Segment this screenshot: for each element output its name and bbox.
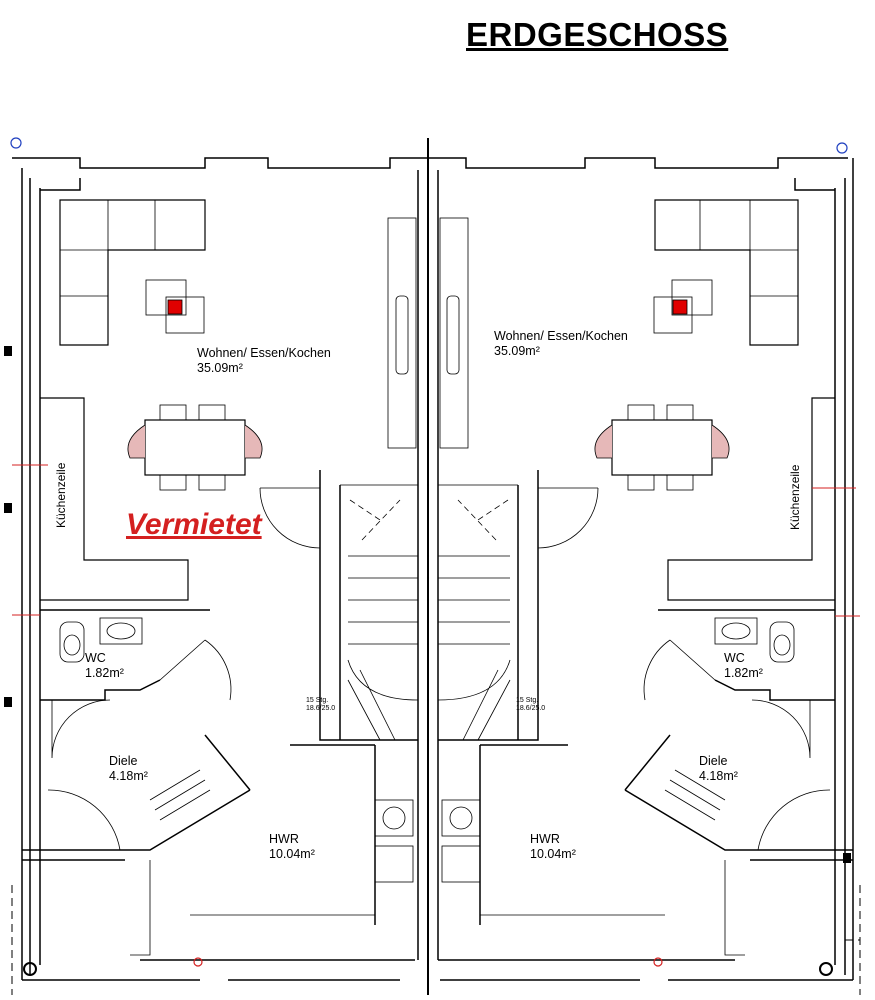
sofa-left bbox=[59, 199, 206, 346]
party-wall bbox=[387, 138, 469, 995]
sofa-right bbox=[654, 199, 799, 346]
kitchen-counter-right bbox=[658, 397, 835, 611]
room-label-kueche-left: Küchenzeile bbox=[54, 462, 68, 528]
hwr-left bbox=[190, 744, 414, 925]
stairs-left bbox=[259, 470, 419, 741]
diele-left-walls bbox=[22, 734, 251, 861]
outer-walls bbox=[12, 157, 854, 981]
markers bbox=[4, 137, 861, 995]
kitchen-counter-left bbox=[40, 397, 210, 611]
wc-right bbox=[643, 617, 835, 759]
rented-stamp: Vermietet bbox=[126, 508, 262, 541]
stairs-right bbox=[437, 470, 599, 741]
diele-right-walls bbox=[624, 734, 853, 861]
dining-table-left bbox=[127, 404, 263, 491]
fireplace-right bbox=[653, 279, 713, 334]
floor-title: ERDGESCHOSS bbox=[466, 16, 729, 53]
stairs-label-right: 15 Stg.18.6/25.0 bbox=[516, 697, 546, 712]
wc-left bbox=[40, 617, 232, 759]
stairs-label-left: 15 Stg.18.6/25.0 bbox=[306, 697, 336, 712]
fireplace-left bbox=[145, 279, 205, 334]
dining-table-right bbox=[594, 404, 730, 491]
room-label-kueche-right: Küchenzeile bbox=[788, 464, 802, 530]
hwr-right bbox=[441, 744, 665, 925]
